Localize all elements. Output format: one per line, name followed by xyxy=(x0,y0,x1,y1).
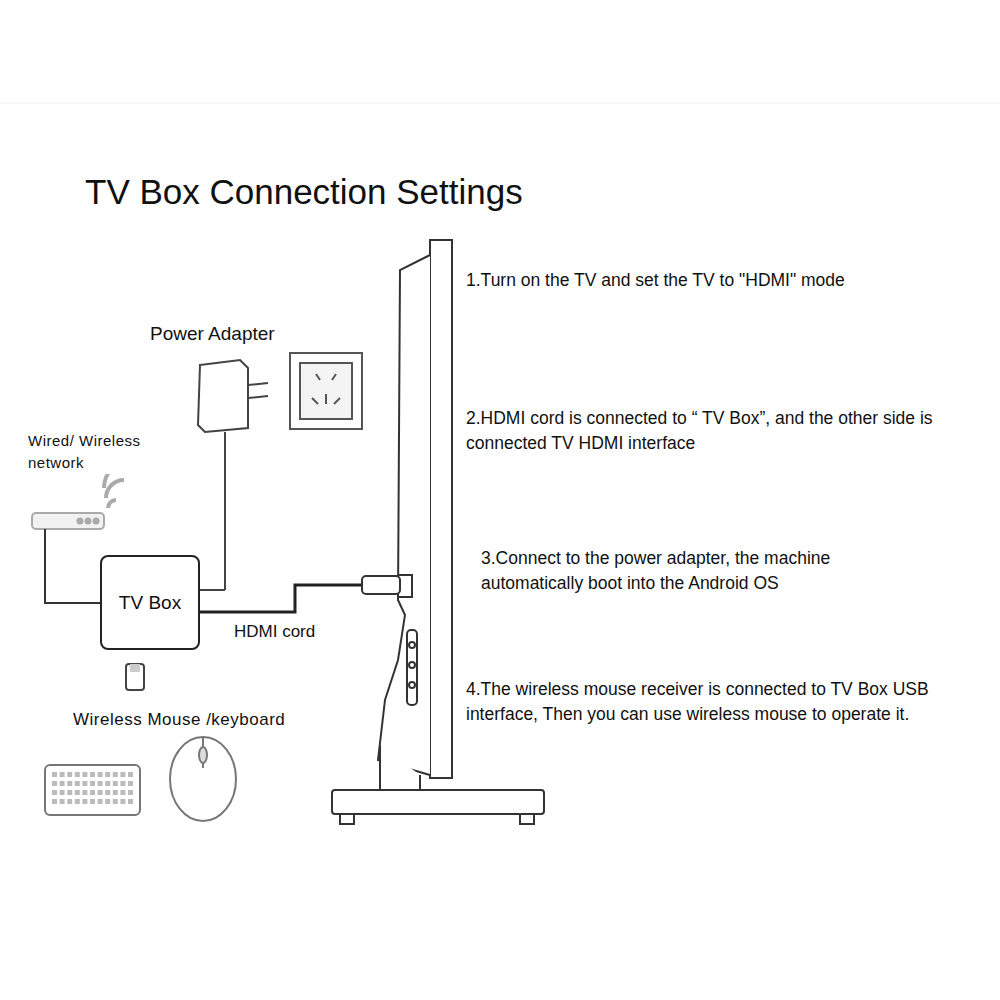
key xyxy=(113,772,118,777)
key xyxy=(60,781,65,786)
part-label: Wireless Mouse /keyboard xyxy=(73,708,333,733)
usb-plug xyxy=(130,664,140,672)
top-rule xyxy=(0,103,1000,104)
power-adapter xyxy=(198,360,268,590)
key xyxy=(105,790,110,795)
key xyxy=(52,790,57,795)
network-cable xyxy=(45,529,100,603)
key xyxy=(90,772,95,777)
usb-receiver xyxy=(126,664,144,690)
key xyxy=(120,781,125,786)
device-box: TV Box xyxy=(100,555,200,650)
key xyxy=(67,772,72,777)
key xyxy=(113,799,118,804)
step-text: 3.Connect to the power adapter, the mach… xyxy=(481,546,901,597)
key xyxy=(128,772,133,777)
key xyxy=(67,781,72,786)
hdmi-plug xyxy=(362,576,400,594)
key xyxy=(120,790,125,795)
key xyxy=(52,772,57,777)
step-text: 1.Turn on the TV and set the TV to "HDMI… xyxy=(466,268,986,293)
key xyxy=(60,772,65,777)
node-label: TV Box xyxy=(119,592,181,614)
step-text: 2.HDMI cord is connected to “ TV Box”, a… xyxy=(466,406,956,457)
key xyxy=(128,790,133,795)
key xyxy=(105,772,110,777)
key xyxy=(113,790,118,795)
key xyxy=(98,772,103,777)
key xyxy=(98,790,103,795)
key xyxy=(105,781,110,786)
key xyxy=(82,772,87,777)
key xyxy=(75,772,80,777)
key xyxy=(52,781,57,786)
hdmi-cable xyxy=(200,585,362,612)
key xyxy=(120,772,125,777)
cable-label: HDMI cord xyxy=(234,620,315,645)
key xyxy=(75,781,80,786)
part-label: Power Adapter xyxy=(150,320,350,348)
key xyxy=(128,799,133,804)
key xyxy=(113,781,118,786)
key xyxy=(90,781,95,786)
key xyxy=(60,799,65,804)
key xyxy=(120,799,125,804)
wall-socket xyxy=(290,353,362,429)
key xyxy=(90,799,95,804)
key xyxy=(67,790,72,795)
step-text: 4.The wireless mouse receiver is connect… xyxy=(466,677,986,728)
key xyxy=(60,790,65,795)
tv-profile xyxy=(332,240,544,824)
key xyxy=(67,799,72,804)
key xyxy=(75,790,80,795)
title: TV Box Connection Settings xyxy=(85,172,523,212)
key xyxy=(82,790,87,795)
key xyxy=(82,781,87,786)
key xyxy=(98,781,103,786)
key xyxy=(75,799,80,804)
part-label: Wired/ Wireless network xyxy=(28,430,198,474)
keyboard xyxy=(45,765,140,815)
key xyxy=(82,799,87,804)
key xyxy=(98,799,103,804)
key xyxy=(52,799,57,804)
mouse xyxy=(170,737,236,821)
key xyxy=(90,790,95,795)
key xyxy=(105,799,110,804)
key xyxy=(128,781,133,786)
